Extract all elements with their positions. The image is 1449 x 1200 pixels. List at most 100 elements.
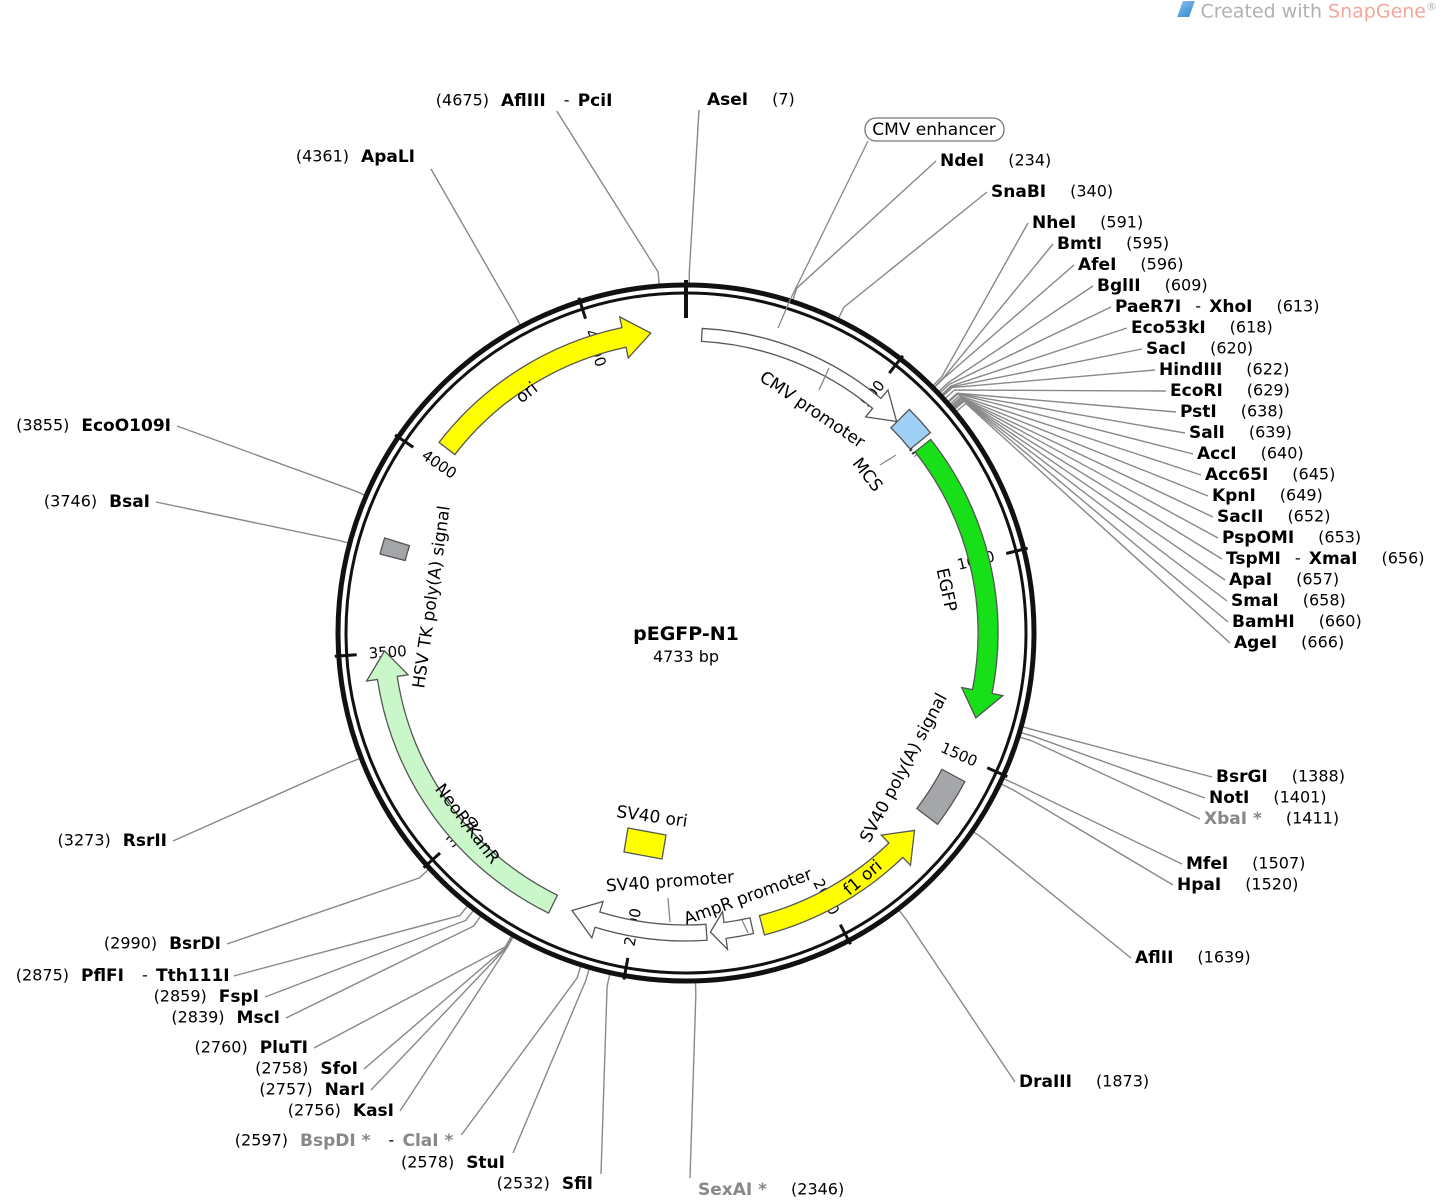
site-position: (658) [1303, 591, 1346, 610]
site-position: (620) [1210, 339, 1253, 358]
site-name: PluTI [260, 1038, 308, 1058]
site-position: (2875) [16, 966, 69, 985]
site-name: NheI [1032, 213, 1076, 233]
site-tspmi: TspMI-XmaI(656) [1226, 549, 1425, 570]
site-hpai: HpaI(1520) [1177, 875, 1298, 896]
leader-bsrdi [226, 869, 429, 945]
site-nhei: NheI (591) [1032, 213, 1143, 234]
leader-bsai [155, 501, 348, 544]
site-sacii: SacII(652) [1217, 507, 1330, 528]
leader-mfei [1003, 778, 1183, 865]
site-pflfi: (2875)PflFI-Tth111I [16, 966, 230, 987]
leader-afliii [556, 110, 660, 285]
site-position: (653) [1318, 528, 1361, 547]
site-name-2: Tth111I [156, 966, 230, 986]
site-name: NarI [325, 1080, 365, 1100]
cmv-enhancer-leader [777, 140, 869, 329]
site-xbai: XbaI *(1411) [1204, 809, 1339, 830]
site-name: SacI [1146, 339, 1186, 359]
leader-sexai [689, 982, 697, 1179]
leader-pflfi [233, 905, 468, 977]
site-position: (629) [1247, 381, 1290, 400]
site-name: AflIII [501, 91, 546, 111]
site-position: (609) [1165, 276, 1208, 295]
leader-ndei [792, 160, 937, 300]
site-afei: AfeI(596) [1078, 255, 1183, 276]
leader-draiii [898, 910, 1016, 1083]
site-separator: - [388, 1131, 394, 1150]
site-name: Eco53kI [1131, 318, 1206, 338]
site-name: NdeI [940, 151, 984, 171]
site-name: StuI [466, 1153, 505, 1173]
watermark-prefix: Created with [1200, 0, 1329, 23]
site-position: (652) [1287, 507, 1330, 526]
site-pluti: PluTI(2760) [194, 1038, 308, 1059]
site-name: AflII [1135, 948, 1173, 968]
site-ecoo109i: EcoO109I(3855) [16, 416, 171, 437]
tick-4000 [394, 433, 415, 449]
site-position: (613) [1276, 297, 1319, 316]
tick-2500 [622, 957, 630, 980]
site-asei: AseI(7) [707, 90, 795, 111]
leader-bamhi [954, 400, 1229, 623]
site-name: SfoI [320, 1059, 358, 1079]
site-nari: NarI(2757) [259, 1080, 365, 1101]
site-name: EcoRI [1170, 381, 1223, 401]
tick-label-3500: 3500 [368, 642, 407, 662]
site-separator: - [564, 91, 570, 110]
site-name: PaeR7I [1115, 297, 1181, 317]
watermark-mark: ® [1426, 0, 1437, 13]
site-paer7i: PaeR7I-XhoI(613) [1115, 297, 1319, 318]
site-name: BspDI * [300, 1131, 371, 1151]
site-position: (7) [772, 90, 795, 109]
feature-label-sv40-ori: SV40 ori [615, 802, 689, 832]
site-name: TspMI [1226, 549, 1281, 569]
site-position: (656) [1381, 549, 1424, 568]
cmv-enhancer-callout: CMV enhancer [777, 117, 1005, 329]
site-name: AgeI [1234, 633, 1277, 653]
watermark-brand: SnapGene [1328, 0, 1426, 23]
leader-afei [934, 264, 1075, 388]
leader-smai [953, 399, 1228, 602]
site-msci: MscI(2839) [171, 1008, 280, 1029]
site-name: RsrII [123, 831, 167, 851]
site-mfei: MfeI(1507) [1186, 854, 1305, 875]
site-position: (2758) [255, 1059, 308, 1078]
site-name: SalI [1189, 423, 1225, 443]
site-name: HpaI [1177, 875, 1221, 895]
site-eco53ki: Eco53kI (618) [1131, 318, 1273, 339]
site-name: BglII [1097, 276, 1141, 296]
leader-nhei [932, 222, 1029, 386]
leader-xbai [1019, 736, 1201, 820]
site-name: BsaI [109, 492, 150, 512]
site-position: (2839) [171, 1008, 224, 1027]
tick-500 [888, 354, 905, 374]
site-name-2: ClaI * [402, 1131, 453, 1151]
site-name: XbaI * [1204, 809, 1262, 829]
site-position: (666) [1301, 633, 1344, 652]
site-name: ApaLI [361, 147, 415, 167]
tick-1500 [986, 766, 1008, 779]
leader-acci [948, 393, 1194, 455]
site-name: NotI [1209, 788, 1249, 808]
site-position: (645) [1292, 465, 1335, 484]
site-bsrdi: BsrDI(2990) [104, 934, 221, 955]
site-name: EcoO109I [81, 416, 171, 436]
leader-pluti [313, 935, 512, 1049]
site-fspi: FspI(2859) [154, 987, 259, 1008]
site-position: (638) [1241, 402, 1284, 421]
site-position: (3273) [58, 831, 111, 850]
feature-cmv-promoter [700, 327, 898, 423]
site-pspomi: PspOMI(653) [1222, 528, 1361, 549]
leader-ecoo109i [176, 425, 365, 496]
snapgene-watermark: Created with SnapGene® [1177, 0, 1437, 23]
site-position: (595) [1126, 234, 1169, 253]
site-position: (618) [1230, 318, 1273, 337]
site-position: (591) [1100, 213, 1143, 232]
mcs-connector [879, 454, 897, 466]
site-kasi: KasI(2756) [288, 1101, 394, 1122]
site-position: (657) [1296, 570, 1339, 589]
leader-agei [956, 402, 1231, 644]
leader-asei [688, 109, 700, 284]
site-name: KpnI [1212, 486, 1256, 506]
